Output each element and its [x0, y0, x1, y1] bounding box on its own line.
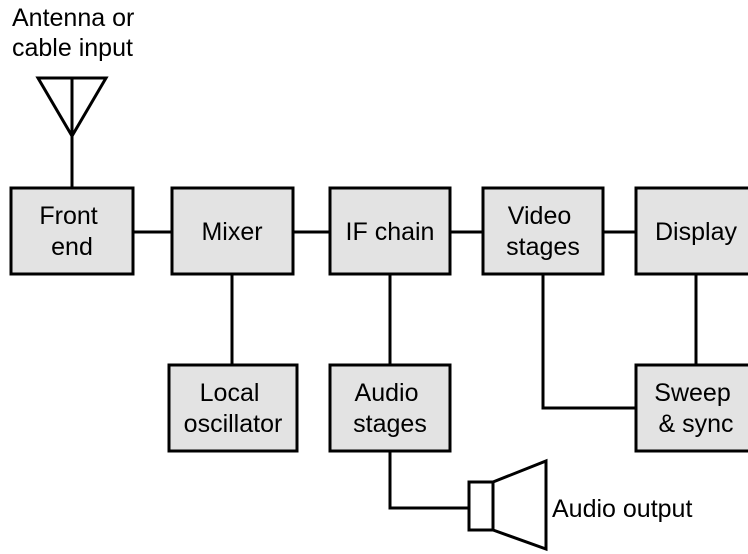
block-local-oscillator: Local oscillator: [167, 363, 299, 453]
block-local-oscillator-label: Local oscillator: [184, 379, 283, 438]
signal-wires: [131, 230, 698, 510]
block-video-stages-label: Video stages: [506, 202, 580, 261]
block-display-label: Display: [655, 218, 737, 246]
block-mixer: Mixer: [170, 186, 295, 276]
wire-video-stages-to-sweep-sync: [541, 272, 638, 410]
block-front-end-label: Front end: [39, 202, 104, 261]
block-if-chain-label: IF chain: [346, 218, 435, 246]
speaker-icon: [467, 458, 548, 552]
antenna-icon: [35, 76, 109, 189]
antenna-label-line-2: cable input: [12, 34, 133, 62]
audio-output-label: Audio output: [552, 495, 692, 523]
block-display: Display: [634, 186, 748, 276]
block-sweep-sync-label: Sweep & sync: [654, 379, 737, 438]
block-front-end: Front end: [9, 186, 135, 276]
block-video-stages: Video stages: [481, 186, 605, 276]
block-if-chain: IF chain: [328, 186, 452, 276]
block-sweep-sync: Sweep & sync: [634, 363, 748, 453]
wire-audio-stages-to-speaker: [388, 449, 471, 510]
block-audio-stages-label: Audio stages: [353, 379, 427, 438]
antenna-label-line-1: Antenna or: [12, 4, 134, 32]
block-mixer-label: Mixer: [201, 218, 262, 246]
block-audio-stages: Audio stages: [328, 363, 452, 453]
antenna-label: Antenna or cable input: [12, 4, 141, 62]
